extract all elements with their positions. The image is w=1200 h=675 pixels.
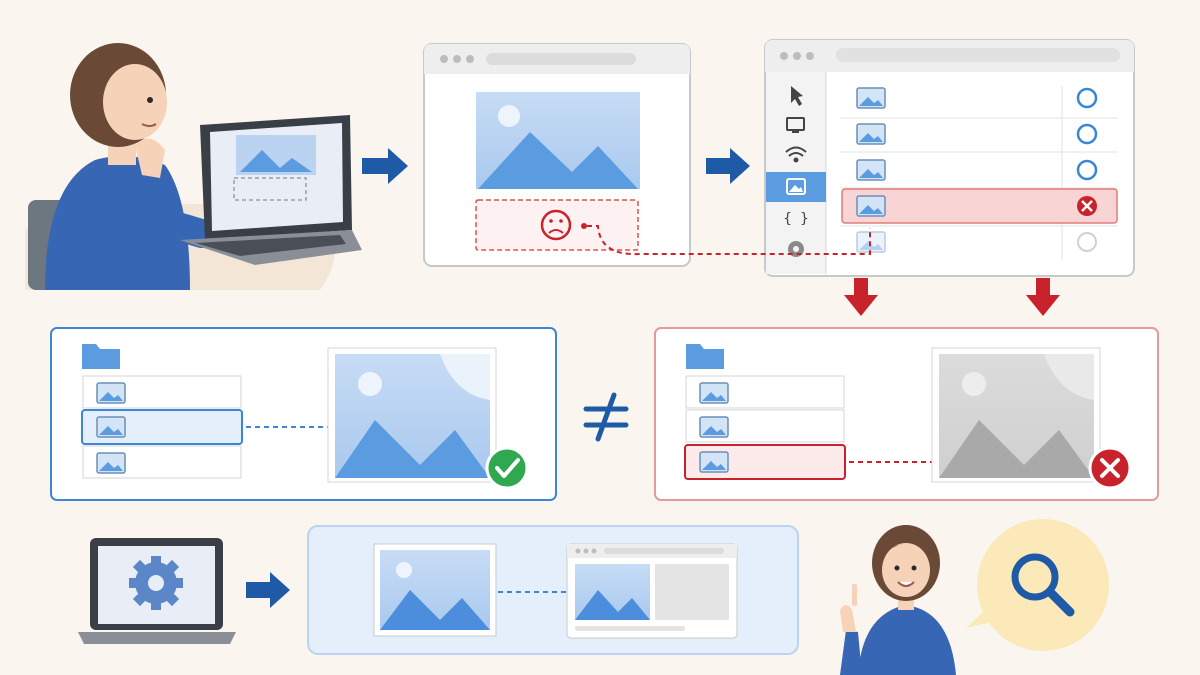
status-ok-icon [1076,123,1098,145]
right-arrow-icon [362,148,408,184]
down-arrow-icon [844,278,878,316]
devtools-row-2[interactable] [856,123,1098,145]
devtools-window: { } [764,39,1135,277]
file-item-3-selected-wrong[interactable] [684,444,846,480]
file-item-1[interactable] [699,382,729,404]
status-ok-icon [1076,87,1098,109]
image-preview-wrong [931,347,1101,483]
file-item-1[interactable] [96,382,126,404]
file-item-2[interactable] [699,416,729,438]
shirt [45,156,190,290]
x-circle-icon [1088,446,1132,490]
fixed-result-panel [307,525,799,655]
magnifier-icon [1011,553,1075,617]
file-item-2-selected[interactable] [81,409,243,445]
devtools-row-4-error[interactable] [841,188,1118,224]
woman-pointing-illustration [840,525,956,675]
checkmark-circle-icon [485,446,529,490]
gear-icon [129,556,183,610]
browser-window-broken-image [423,43,691,267]
laptop-illustration [180,115,362,265]
laptop-settings-illustration [78,538,236,644]
image-preview-correct [327,347,497,483]
status-ok-icon [1076,159,1098,181]
wifi-icon[interactable] [785,146,807,163]
face [103,64,167,140]
error-connector-line [587,225,871,256]
image-icon [786,178,806,195]
devtools-row-1[interactable] [856,87,1098,109]
devtools-row-3[interactable] [856,159,1098,181]
wrong-mapping-panel [654,327,1159,501]
monitor-icon[interactable] [786,117,805,133]
folder-icon [82,344,120,369]
search-bubble [966,519,1109,651]
braces-icon[interactable]: { } [783,211,808,227]
not-equal-icon [583,392,629,442]
file-item-3[interactable] [96,452,126,474]
image-icon [373,543,497,637]
correct-mapping-panel [50,327,557,501]
down-arrow-icon [1026,278,1060,316]
image-icon [476,92,640,189]
folder-icon [686,344,724,369]
missing-image-placeholder [475,199,639,251]
cursor-icon[interactable] [791,86,803,106]
hand-on-chin [135,138,165,178]
pointing-hand [840,605,856,632]
x-circle-icon [1077,196,1097,216]
sad-face-icon [540,209,572,241]
browser-window-fixed [566,543,738,639]
right-arrow-icon [246,572,290,608]
right-arrow-icon [706,148,750,184]
